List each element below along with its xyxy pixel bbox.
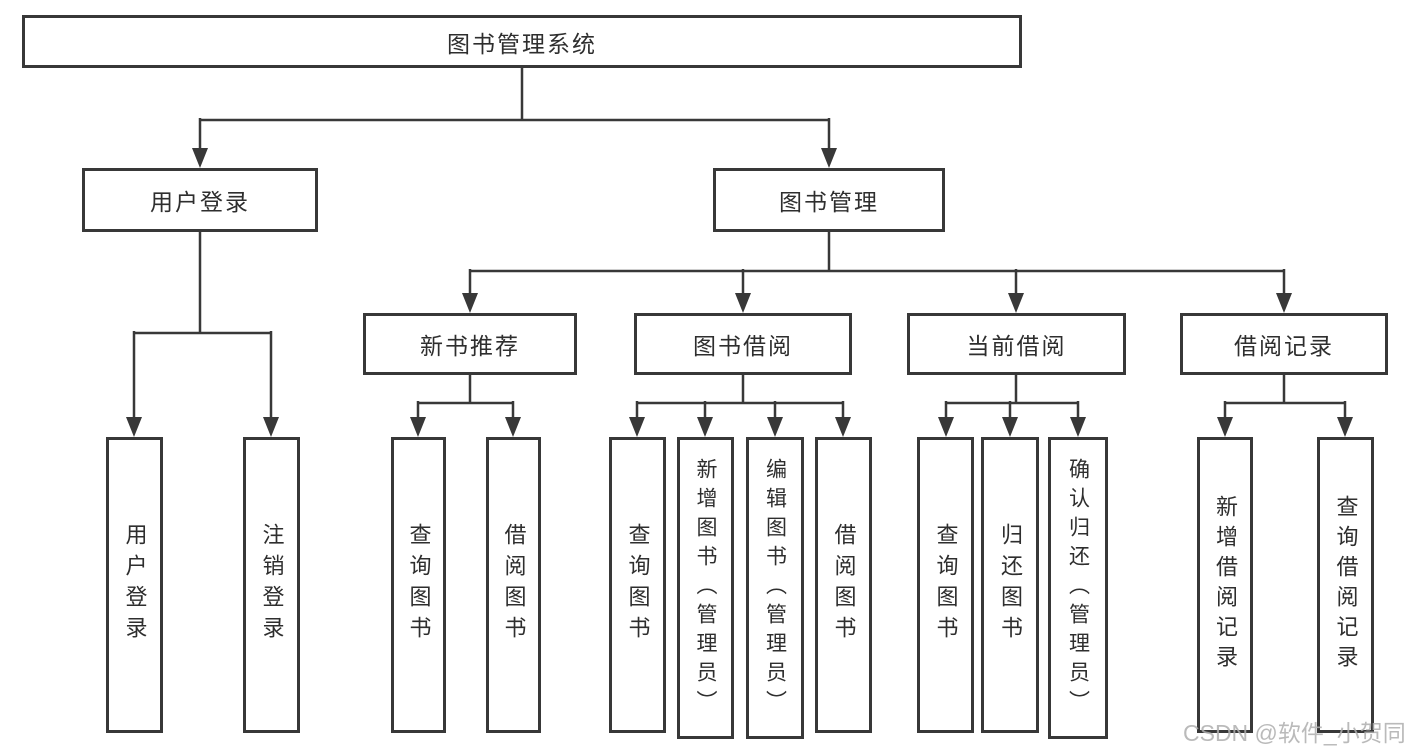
node-label: 当前借阅 (966, 333, 1067, 359)
node-label: 图书管理 (779, 189, 879, 215)
node-current-borrowing: 当前借阅 (907, 313, 1126, 375)
leaf-query-books: 查询图书 (609, 437, 666, 733)
leaf-user-login: 用户登录 (106, 437, 163, 733)
leaf-confirm-return-admin: 确认归还（管理员） (1048, 437, 1108, 739)
node-label: 新书推荐 (420, 333, 520, 359)
node-book-borrowing: 图书借阅 (634, 313, 852, 375)
node-label: 用户登录 (150, 189, 250, 215)
node-book-management: 图书管理 (713, 168, 945, 232)
leaf-query-books: 查询图书 (917, 437, 974, 733)
node-library-management-system: 图书管理系统 (22, 15, 1022, 68)
leaf-borrow-books: 借阅图书 (486, 437, 541, 733)
node-label: 图书借阅 (693, 333, 793, 359)
node-label: 借阅记录 (1234, 333, 1334, 359)
node-new-book-recommendation: 新书推荐 (363, 313, 577, 375)
leaf-logout: 注销登录 (243, 437, 300, 733)
leaf-query-borrow-record: 查询借阅记录 (1317, 437, 1374, 733)
node-label: 图书管理系统 (447, 30, 597, 57)
leaf-borrow-books: 借阅图书 (815, 437, 872, 733)
leaf-query-books: 查询图书 (391, 437, 446, 733)
node-user-login: 用户登录 (82, 168, 318, 232)
leaf-return-books: 归还图书 (981, 437, 1039, 733)
leaf-edit-books-admin: 编辑图书（管理员） (746, 437, 804, 739)
leaf-add-books-admin: 新增图书（管理员） (677, 437, 734, 739)
leaf-add-borrow-record: 新增借阅记录 (1197, 437, 1253, 733)
node-borrowing-records: 借阅记录 (1180, 313, 1388, 375)
